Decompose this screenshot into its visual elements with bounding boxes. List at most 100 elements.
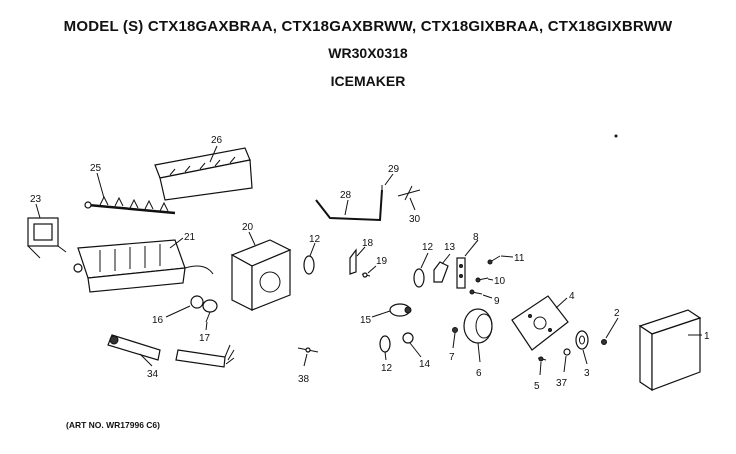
callout-3: 3: [584, 368, 590, 379]
callout-26: 26: [211, 135, 223, 146]
model-line: MODEL (S) CTX18GAXBRAA, CTX18GAXBRWW, CT…: [63, 18, 673, 35]
leader-17: [205, 321, 208, 331]
part-9-screw: [469, 289, 483, 295]
leader-8: [464, 239, 479, 257]
part-wire-harness: [175, 344, 235, 368]
callout-1: 1: [704, 331, 710, 342]
callout-13: 13: [444, 242, 456, 253]
leader-25: [96, 172, 105, 199]
part-16-gear: [190, 295, 204, 309]
part-17-cam: [202, 299, 218, 323]
callout-12b: 12: [422, 242, 434, 253]
part-3-gear: [575, 330, 589, 350]
part-25-ejector-blade: [84, 195, 176, 215]
part-13-support: [433, 261, 449, 283]
callout-23: 23: [30, 194, 42, 205]
callout-38: 38: [298, 374, 310, 385]
leader-30: [409, 197, 416, 211]
callout-20: 20: [242, 222, 254, 233]
part-37-washer: [563, 348, 571, 356]
leader-9: [482, 294, 493, 299]
leader-4: [555, 297, 568, 309]
part-8-switch: [456, 257, 466, 289]
part-7-screw: [452, 327, 458, 333]
leader-26: [209, 145, 218, 163]
callout-10: 10: [494, 276, 506, 287]
callout-15: 15: [360, 315, 372, 326]
part-18-lever: [349, 248, 357, 275]
leader-38: [303, 353, 308, 367]
leader-16: [165, 305, 191, 318]
callout-9: 9: [494, 296, 500, 307]
part-5-screw: [537, 356, 547, 362]
leader-12a: [309, 242, 316, 257]
leader-18: [356, 246, 366, 257]
leader-7: [452, 332, 456, 349]
leader-5: [539, 361, 542, 376]
part-38-screw: [297, 347, 319, 353]
part-15-thermostat: [389, 303, 412, 317]
callout-37: 37: [556, 378, 568, 389]
part-19-screw: [361, 272, 371, 278]
leader-23: [35, 203, 41, 219]
leader-12b: [420, 252, 429, 269]
part-12a-clip: [303, 255, 315, 275]
leader-13: [441, 253, 451, 265]
callout-21: 21: [184, 232, 196, 243]
callout-19: 19: [376, 256, 388, 267]
part-26-ejector-cover: [154, 147, 253, 201]
part-6-motor: [463, 308, 493, 344]
leader-37: [563, 355, 567, 373]
leader-29: [384, 173, 394, 186]
part-1-front-cover: [638, 309, 702, 392]
part-20-housing: [230, 239, 292, 311]
leader-14: [409, 342, 422, 358]
part-30-screw: [397, 185, 421, 201]
leader-28: [344, 199, 349, 216]
part-11-screw: [487, 255, 501, 265]
callout-7: 7: [449, 352, 455, 363]
callout-30: 30: [409, 214, 421, 225]
callout-12c: 12: [381, 363, 393, 374]
callout-2: 2: [614, 308, 620, 319]
leader-34: [139, 353, 153, 367]
callout-28: 28: [340, 190, 352, 201]
part-4-mounting-plate: [511, 295, 569, 351]
callout-14: 14: [419, 359, 431, 370]
leader-2: [605, 317, 619, 339]
callout-29: 29: [388, 164, 400, 175]
leader-19: [367, 265, 377, 274]
leader-20: [248, 231, 256, 246]
callout-5: 5: [534, 381, 540, 392]
callout-6: 6: [476, 368, 482, 379]
stray-mark: [614, 134, 618, 138]
part-28-shutoff-arm: [315, 189, 383, 222]
art-number: (ART NO. WR17996 C6): [66, 420, 160, 430]
part-34-fill-tube: [107, 334, 161, 361]
leader-15: [371, 310, 391, 318]
part-12b-clip: [413, 268, 425, 288]
assembly-name: ICEMAKER: [330, 73, 406, 89]
part-21-mold-heater: [73, 239, 214, 293]
leader-3: [582, 349, 588, 365]
callout-12a: 12: [309, 234, 321, 245]
part-23-bracket: [27, 217, 67, 259]
leader-6: [477, 342, 481, 363]
callout-8: 8: [473, 232, 479, 243]
part-12c-clip: [379, 335, 391, 353]
leader-11: [500, 255, 514, 258]
callout-16: 16: [152, 315, 164, 326]
leader-12c: [384, 351, 387, 361]
part-10-screw: [475, 277, 489, 283]
callout-25: 25: [90, 163, 102, 174]
callout-11: 11: [514, 253, 525, 264]
callout-34: 34: [147, 369, 159, 380]
part-14-fitting: [402, 332, 414, 344]
callout-18: 18: [362, 238, 374, 249]
leader-10: [487, 278, 494, 281]
callout-17: 17: [199, 333, 211, 344]
callout-4: 4: [569, 291, 575, 302]
part-2-screw: [601, 339, 607, 345]
